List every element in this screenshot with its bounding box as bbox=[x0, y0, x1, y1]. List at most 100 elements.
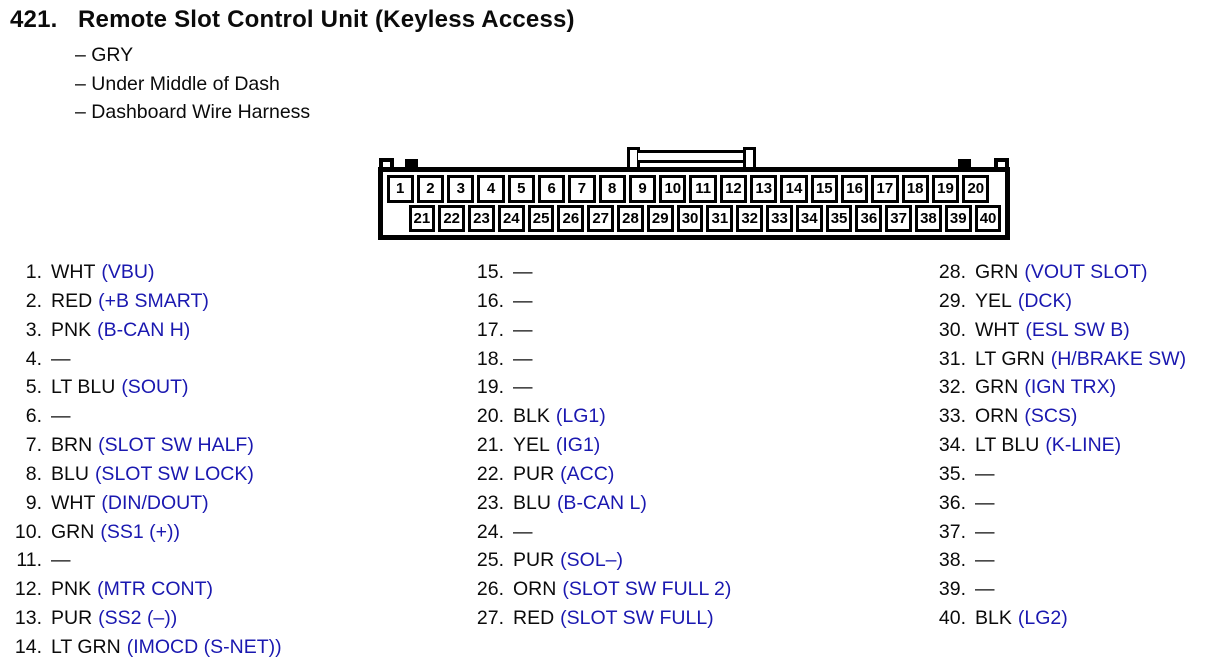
section-header: 421.Remote Slot Control Unit (Keyless Ac… bbox=[10, 6, 575, 34]
pin-wire-color: LT BLU bbox=[975, 434, 1040, 457]
connector-pin-cell: 22 bbox=[438, 204, 466, 232]
pin-number: 38. bbox=[938, 549, 966, 572]
connector-pin-cell: 10 bbox=[659, 175, 687, 203]
pin-number: 3. bbox=[25, 318, 42, 341]
pin-row: 38. — bbox=[898, 546, 1186, 575]
pin-row: 25.PUR(SOL–) bbox=[458, 546, 731, 575]
pin-number: 24. bbox=[476, 520, 504, 543]
pin-row: 4.— bbox=[6, 345, 282, 374]
pin-wire-color: RED bbox=[51, 289, 93, 312]
pin-row: 11.— bbox=[6, 546, 282, 575]
pin-signal-name: (VBU) bbox=[101, 261, 155, 283]
pin-signal-name: (SOL–) bbox=[560, 549, 624, 572]
connector-pin-cell: 20 bbox=[962, 175, 990, 203]
pin-wire-color: — bbox=[513, 347, 533, 370]
detail-line: – Dashboard Wire Harness bbox=[75, 101, 311, 123]
connector-tab-right bbox=[958, 159, 971, 168]
connector-pin-cell: 31 bbox=[706, 204, 734, 232]
pin-row: 22.PUR(ACC) bbox=[458, 460, 731, 489]
pin-number: 5. bbox=[25, 376, 42, 399]
pin-wire-color: — bbox=[51, 405, 71, 428]
pin-number: 39. bbox=[938, 578, 966, 601]
pin-number: 28. bbox=[938, 261, 966, 283]
pin-row: 33.ORN(SCS) bbox=[898, 402, 1186, 431]
pin-row: 2. RED(+B SMART) bbox=[6, 287, 282, 316]
connector-tab-left bbox=[405, 159, 418, 168]
pin-number: 9. bbox=[25, 491, 42, 514]
pin-wire-color: PUR bbox=[513, 462, 555, 485]
latch-bar bbox=[638, 150, 745, 163]
pin-row: 16.— bbox=[458, 287, 731, 316]
pin-signal-name: (ESL SW B) bbox=[1025, 318, 1130, 341]
pin-row: 19. — bbox=[458, 373, 731, 402]
pin-number: 20. bbox=[476, 405, 504, 428]
pin-signal-name: (DIN/DOUT) bbox=[101, 491, 209, 514]
pin-signal-name: (IGN TRX) bbox=[1024, 376, 1117, 399]
pin-wire-color: — bbox=[513, 376, 533, 399]
pin-number: 25. bbox=[476, 549, 504, 572]
pin-row: 37.— bbox=[898, 518, 1186, 547]
pin-wire-color: WHT bbox=[51, 261, 96, 283]
pin-number: 6. bbox=[25, 405, 42, 428]
pin-number: 11. bbox=[16, 549, 42, 572]
connector-pin-cell: 33 bbox=[766, 204, 793, 232]
pin-signal-name: (MTR CONT) bbox=[97, 578, 213, 601]
connector-pin-cell: 27 bbox=[587, 204, 615, 232]
pin-wire-color: ORN bbox=[975, 405, 1019, 428]
pin-row: 39. — bbox=[898, 575, 1186, 604]
pin-number: 19. bbox=[476, 376, 504, 399]
pin-number: 23. bbox=[476, 491, 504, 514]
pin-number: 18. bbox=[476, 347, 504, 370]
connector-pin-cell: 24 bbox=[497, 204, 525, 232]
pin-row: 31.LT GRN(H/BRAKE SW) bbox=[898, 345, 1186, 374]
pin-number: 31. bbox=[938, 347, 966, 370]
detail-lines: – GRY– Under Middle of Dash– Dashboard W… bbox=[75, 41, 310, 127]
pin-wire-color: — bbox=[975, 549, 995, 572]
connector-pin-cell: 11 bbox=[689, 175, 717, 203]
pin-wire-color: GRN bbox=[975, 261, 1019, 283]
connector-pin-cell: 34 bbox=[795, 204, 823, 232]
pin-number: 2. bbox=[25, 289, 42, 312]
connector-pin-cell: 19 bbox=[931, 175, 960, 203]
pin-signal-name: (B-CAN H) bbox=[97, 318, 191, 341]
pin-number: 17. bbox=[476, 318, 504, 341]
connector-pin-cell: 21 bbox=[408, 204, 436, 232]
pin-signal-name: (DCK) bbox=[1017, 289, 1073, 312]
pin-number: 16. bbox=[476, 289, 504, 312]
pin-wire-color: GRN bbox=[975, 376, 1019, 399]
pin-number: 7. bbox=[25, 434, 42, 457]
pin-wire-color: PNK bbox=[51, 318, 92, 341]
pin-signal-name: (K-LINE) bbox=[1045, 434, 1122, 457]
detail-line: – Under Middle of Dash bbox=[75, 72, 280, 95]
connector-pin-cell: 39 bbox=[944, 204, 972, 232]
pin-wire-color: — bbox=[975, 462, 995, 485]
pin-wire-color: — bbox=[975, 578, 995, 601]
connector-pin-cell: 3 bbox=[447, 175, 475, 203]
pin-row: 24.— bbox=[458, 518, 731, 547]
pin-signal-name: (ACC) bbox=[560, 462, 615, 485]
connector-pin-cell: 8 bbox=[598, 175, 626, 203]
pin-signal-name: (SLOT SW HALF) bbox=[98, 434, 254, 457]
pin-row: 5.LT BLU(SOUT) bbox=[6, 373, 282, 402]
pin-number: 4. bbox=[25, 347, 42, 370]
pin-wire-color: GRN bbox=[51, 520, 95, 543]
pin-row: 23.BLU(B-CAN L) bbox=[458, 489, 731, 518]
pin-wire-color: — bbox=[975, 520, 995, 543]
pin-row: 36.— bbox=[898, 489, 1186, 518]
pin-wire-color: BLU bbox=[51, 462, 89, 485]
connector-pin-cell: 30 bbox=[676, 204, 704, 232]
pin-row: 29.YEL(DCK) bbox=[898, 287, 1186, 316]
pin-number: 36. bbox=[938, 491, 966, 514]
pin-number: 27. bbox=[476, 607, 504, 630]
pin-wire-color: BLK bbox=[513, 405, 550, 428]
pin-signal-name: (+B SMART) bbox=[98, 289, 209, 312]
pin-signal-name: (SS1 (+)) bbox=[100, 520, 180, 543]
pin-row: 32.GRN(IGN TRX) bbox=[898, 373, 1186, 402]
pin-number: 13. bbox=[14, 607, 42, 630]
pin-row: 8.BLU(SLOT SW LOCK) bbox=[6, 460, 282, 489]
pin-row: 40.BLK(LG2) bbox=[898, 604, 1186, 633]
